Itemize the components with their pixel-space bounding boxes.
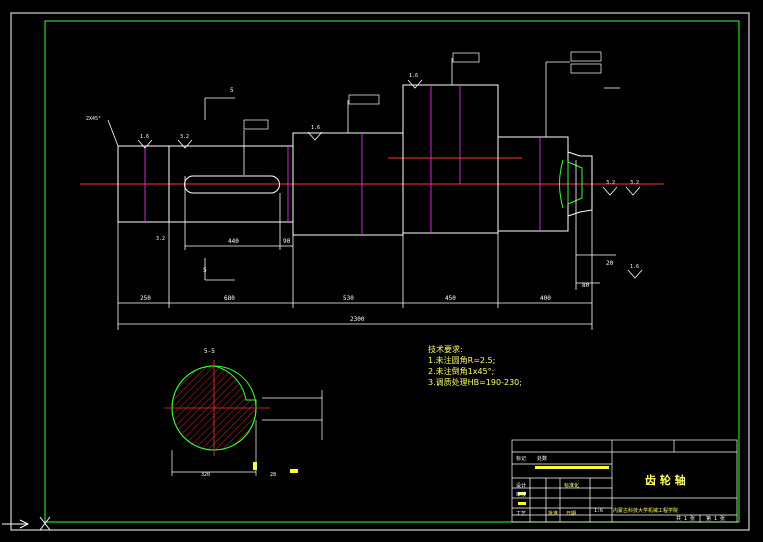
roughness-4: 1.6: [409, 73, 418, 79]
school-name: 内蒙古科技大学机械工程学院: [613, 508, 679, 514]
tb-label-design: 设计: [516, 483, 527, 489]
cut-mark-top: 5: [230, 87, 234, 94]
sheet-no: 第 1 张: [706, 515, 725, 522]
tb-label-review: 审核: [516, 492, 527, 498]
dim-segment-1: 250: [140, 295, 151, 302]
tb-label-standard: 标准化: [564, 483, 580, 489]
dim-segment-3: 530: [343, 295, 354, 302]
tb-label-date: 日期: [566, 511, 577, 517]
dim-segment-2: 680: [224, 295, 235, 302]
part-name: 齿 轮 轴: [645, 474, 686, 487]
dim-keyway-length: 440: [228, 238, 239, 245]
tech-item-1: 1.未注圆角R=2.5;: [428, 356, 496, 365]
section-label: 5-5: [204, 348, 215, 355]
dim-keyway-offset: 90: [283, 238, 291, 245]
center-hole-arc: [559, 159, 564, 209]
tech-item-2: 2.未注倒角1x45°;: [428, 367, 495, 376]
technical-requirements: 技术要求: 1.未注圆角R=2.5; 2.未注倒角1x45°; 3.调质处理HB…: [428, 344, 522, 388]
dimension-lines: [117, 160, 616, 330]
outer-frame: [10, 12, 750, 531]
dim-right-small-b: 80: [582, 282, 590, 289]
roughness-7: 1.6: [630, 264, 639, 270]
roughness-2: 3.2: [180, 134, 189, 140]
roughness-5: 3.2: [606, 180, 615, 186]
tb-label-approve: 批准: [548, 511, 559, 517]
title-block: [511, 439, 738, 523]
section-view: [164, 360, 323, 476]
dim-segment-4: 450: [445, 295, 456, 302]
roughness-3: 1.6: [311, 125, 320, 131]
tb-label-process: 工艺: [516, 511, 527, 517]
tech-item-3: 3.调质处理HB=190-230;: [428, 378, 522, 387]
title-block-highlight-5: [253, 462, 257, 470]
dim-segment-5: 400: [540, 295, 551, 302]
diameter-marks: [144, 85, 541, 235]
chamfer-note: 2X45°: [86, 116, 101, 122]
roughness-6: 3.2: [630, 180, 639, 186]
section-dim-keyway: 28: [270, 472, 276, 478]
section-dim-width: 320: [201, 472, 210, 478]
dim-overall: 2300: [350, 316, 365, 323]
inner-frame: [44, 20, 740, 523]
cut-mark-bottom: 5: [203, 267, 207, 274]
keyway-slot: [184, 175, 280, 194]
tech-title: 技术要求:: [428, 345, 463, 354]
shaft-outline: [117, 84, 593, 236]
title-block-highlight-3: [518, 502, 526, 505]
scale-value: 1:6: [594, 508, 603, 514]
roughness-leaders: [107, 58, 643, 281]
title-block-highlight-4: [290, 469, 298, 473]
tb-label-mark: 标记: [516, 456, 527, 462]
center-hole: [567, 161, 583, 205]
sheet-total: 共 1 张: [676, 515, 695, 522]
tb-label-count: 处数: [537, 456, 548, 462]
roughness-1: 1.6: [140, 134, 149, 140]
dim-right-small-a: 20: [606, 260, 614, 267]
ucs-icon: [2, 516, 51, 531]
roughness-8: 3.2: [156, 236, 165, 242]
title-block-highlight-1: [535, 466, 609, 469]
title-block-highlight-2: [518, 492, 526, 495]
tolerance-frames: [243, 51, 602, 130]
